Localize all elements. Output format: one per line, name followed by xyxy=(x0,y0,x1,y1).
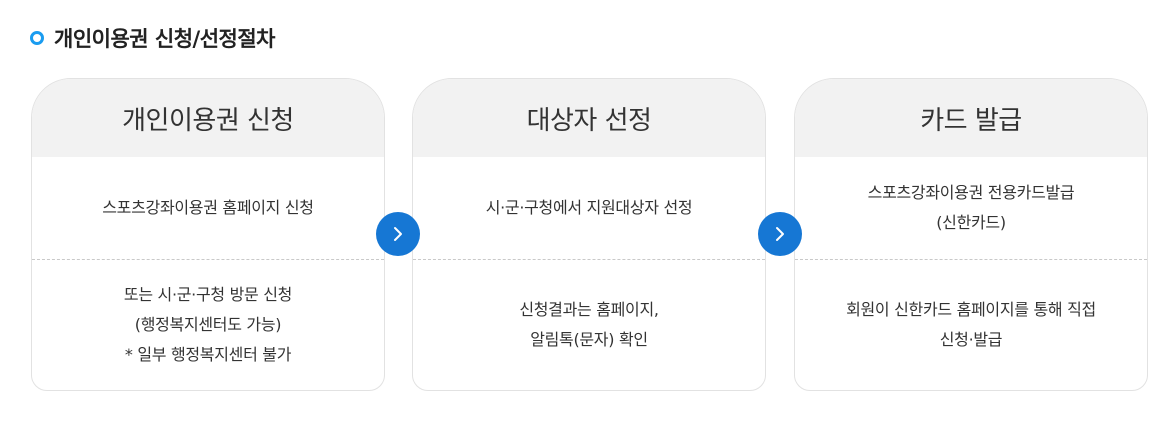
step-alt-method: 회원이 신한카드 홈페이지를 통해 직접 신청·발급 xyxy=(795,260,1147,390)
step-title: 대상자 선정 xyxy=(413,79,765,157)
circle-ring-icon xyxy=(30,31,44,45)
step-text-line: * 일부 행정복지센터 불가 xyxy=(124,345,292,364)
step-text-line: 스포츠강좌이용권 홈페이지 신청 xyxy=(102,198,314,217)
dashed-divider xyxy=(795,259,1147,260)
chevron-right-icon xyxy=(776,227,784,241)
dashed-divider xyxy=(32,259,384,260)
step-text-line: (행정복지센터도 가능) xyxy=(134,315,282,334)
step-card-card-issue: 카드 발급 스포츠강좌이용권 전용카드발급 (신한카드) 회원이 신한카드 홈페… xyxy=(794,78,1148,391)
step-alt-method: 또는 시·군·구청 방문 신청 (행정복지센터도 가능) * 일부 행정복지센터… xyxy=(32,260,384,390)
section-header: 개인이용권 신청/선정절차 xyxy=(30,18,276,58)
step-text-line: 신청결과는 홈페이지, xyxy=(519,300,659,319)
step-text-line: 회원이 신한카드 홈페이지를 통해 직접 xyxy=(846,300,1096,319)
step-text-line: 알림톡(문자) 확인 xyxy=(530,330,648,349)
step-text-line: (신한카드) xyxy=(936,213,1006,232)
step-text-line: 신청·발급 xyxy=(939,330,1003,349)
step-text-line: 또는 시·군·구청 방문 신청 xyxy=(123,285,293,304)
chevron-right-icon xyxy=(394,227,402,241)
step-main-method: 시·군·구청에서 지원대상자 선정 xyxy=(413,157,765,259)
step-title: 카드 발급 xyxy=(795,79,1147,157)
step-main-method: 스포츠강좌이용권 홈페이지 신청 xyxy=(32,157,384,259)
step-card-selection: 대상자 선정 시·군·구청에서 지원대상자 선정 신청결과는 홈페이지, 알림톡… xyxy=(412,78,766,391)
step-arrow-2 xyxy=(758,212,802,256)
step-main-method: 스포츠강좌이용권 전용카드발급 (신한카드) xyxy=(795,157,1147,259)
step-title: 개인이용권 신청 xyxy=(32,79,384,157)
dashed-divider xyxy=(413,259,765,260)
step-text-line: 스포츠강좌이용권 전용카드발급 xyxy=(867,183,1075,202)
step-text-line: 시·군·구청에서 지원대상자 선정 xyxy=(485,198,693,217)
section-title: 개인이용권 신청/선정절차 xyxy=(54,27,276,51)
step-card-apply: 개인이용권 신청 스포츠강좌이용권 홈페이지 신청 또는 시·군·구청 방문 신… xyxy=(31,78,385,391)
step-arrow-1 xyxy=(376,212,420,256)
step-alt-method: 신청결과는 홈페이지, 알림톡(문자) 확인 xyxy=(413,260,765,390)
